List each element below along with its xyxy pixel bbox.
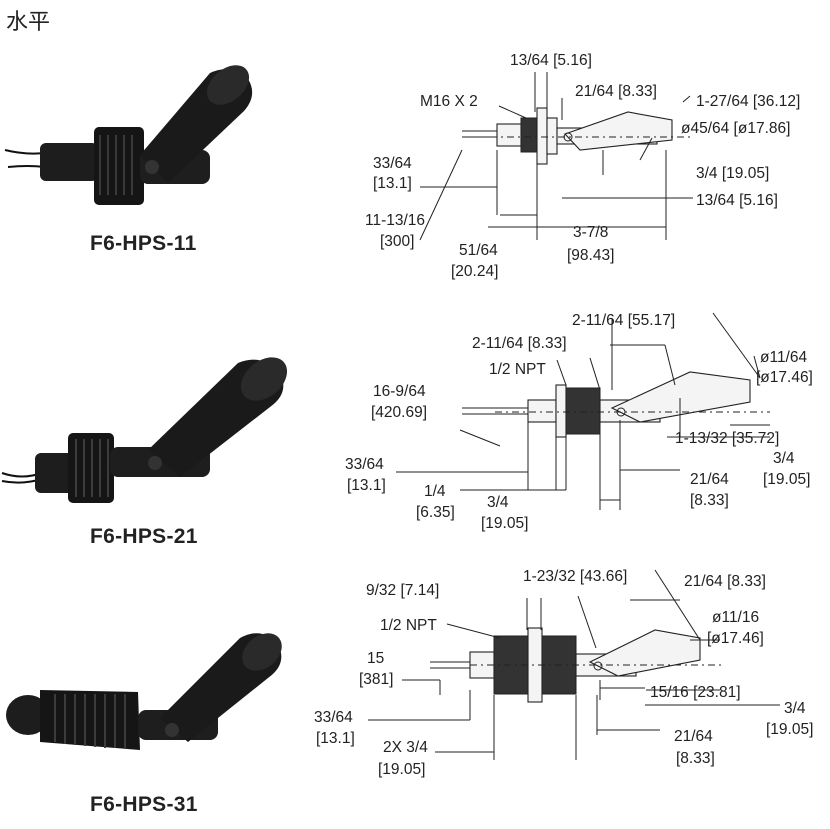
threaded-body bbox=[520, 117, 538, 153]
dim-thread: 1/2 NPT bbox=[489, 361, 546, 378]
model-label-f6-hps-31: F6-HPS-31 bbox=[90, 793, 198, 816]
dim-d7b: [19.05] bbox=[763, 471, 810, 488]
dim-d5: 1-13/32 [35.72] bbox=[675, 430, 779, 447]
dim-d4a: 16-9/64 bbox=[373, 383, 426, 400]
dim-d10a: 3-7/8 bbox=[573, 224, 608, 241]
dim-d7b: [19.05] bbox=[766, 721, 813, 738]
drawing-f6-hps-21: 2-11/64 [55.17] 2-11/64 [8.33] 1/2 NPT ø… bbox=[345, 312, 813, 532]
page-heading: 水平 bbox=[6, 10, 51, 35]
dim-d4b: [420.69] bbox=[371, 404, 427, 421]
nut bbox=[536, 107, 548, 165]
product-photo-f6-hps-31 bbox=[6, 633, 282, 750]
dim-d1: 2-11/64 [55.17] bbox=[572, 312, 675, 329]
hex-nut bbox=[555, 384, 567, 438]
dim-d9b: [20.24] bbox=[451, 263, 498, 280]
dim-d9b: [19.05] bbox=[378, 761, 425, 778]
flange bbox=[546, 117, 558, 155]
cable-boot bbox=[527, 399, 557, 423]
product-photo-f6-hps-11 bbox=[4, 65, 253, 205]
dim-d9a: 2X 3/4 bbox=[383, 739, 428, 756]
dim-thread: 1/2 NPT bbox=[380, 617, 437, 634]
dim-d1: 13/64 [5.16] bbox=[510, 52, 592, 69]
product-photo-f6-hps-21 bbox=[1, 357, 288, 503]
drawing-f6-hps-11: 13/64 [5.16] 21/64 [8.33] M16 X 2 1-27/6… bbox=[365, 52, 800, 280]
dim-d4a: ø11/16 bbox=[712, 609, 759, 626]
dim-d5b: [381] bbox=[359, 671, 393, 688]
dim-d6b: [13.1] bbox=[347, 477, 386, 494]
float bbox=[610, 371, 751, 423]
dim-d2: 21/64 [8.33] bbox=[575, 83, 657, 100]
dim-d8a: 1/4 bbox=[424, 483, 446, 500]
dim-d10b: [8.33] bbox=[690, 492, 729, 509]
dim-d8b: [13.1] bbox=[316, 730, 355, 747]
dim-d8a: 33/64 bbox=[314, 709, 353, 726]
dim-d5: 3/4 [19.05] bbox=[696, 165, 769, 182]
float bbox=[588, 629, 701, 677]
dim-d6a: 33/64 bbox=[345, 456, 384, 473]
dim-d10b: [8.33] bbox=[676, 750, 715, 767]
dim-d4b: [ø17.46] bbox=[707, 630, 764, 647]
dim-d8b: [6.35] bbox=[416, 504, 455, 521]
dim-d3: 21/64 [8.33] bbox=[684, 573, 766, 590]
model-label-f6-hps-21: F6-HPS-21 bbox=[90, 525, 198, 548]
dim-d6: 15/16 [23.81] bbox=[650, 684, 741, 701]
dim-d5a: 15 bbox=[367, 650, 384, 667]
dim-d7a: 3/4 bbox=[773, 450, 795, 467]
dim-d2: 1-23/32 [43.66] bbox=[523, 568, 627, 585]
dim-d6: 13/64 [5.16] bbox=[696, 192, 778, 209]
pivot-pin bbox=[593, 661, 603, 671]
dim-d9a: 3/4 bbox=[487, 494, 509, 511]
cable-boot bbox=[496, 123, 522, 147]
float bbox=[564, 111, 673, 151]
dim-d4: ø45/64 [ø17.86] bbox=[681, 120, 790, 137]
drawing-f6-hps-31: 9/32 [7.14] 1-23/32 [43.66] 21/64 [8.33]… bbox=[314, 568, 813, 778]
dim-d8a: 11-13/16 bbox=[365, 212, 425, 229]
dim-d8b: [300] bbox=[380, 233, 414, 250]
dim-d3: 1-27/64 [36.12] bbox=[696, 93, 800, 110]
dim-d1: 9/32 [7.14] bbox=[366, 582, 439, 599]
dim-d7a: 3/4 bbox=[784, 700, 806, 717]
npt-thread bbox=[565, 387, 601, 435]
dim-d9a: 51/64 bbox=[459, 242, 498, 259]
dim-d9b: [19.05] bbox=[481, 515, 528, 532]
dim-d7a: 33/64 bbox=[373, 155, 412, 172]
dim-thread: M16 X 2 bbox=[420, 93, 478, 110]
dim-d10b: [98.43] bbox=[567, 247, 614, 264]
model-label-f6-hps-11: F6-HPS-11 bbox=[90, 232, 197, 255]
dim-d3b: [ø17.46] bbox=[756, 369, 813, 386]
dim-d10a: 21/64 bbox=[674, 728, 713, 745]
dim-d3a: ø11/64 bbox=[760, 349, 807, 366]
dim-d10a: 21/64 bbox=[690, 471, 729, 488]
dim-d2: 2-11/64 [8.33] bbox=[472, 335, 567, 352]
dim-d7b: [13.1] bbox=[373, 175, 412, 192]
